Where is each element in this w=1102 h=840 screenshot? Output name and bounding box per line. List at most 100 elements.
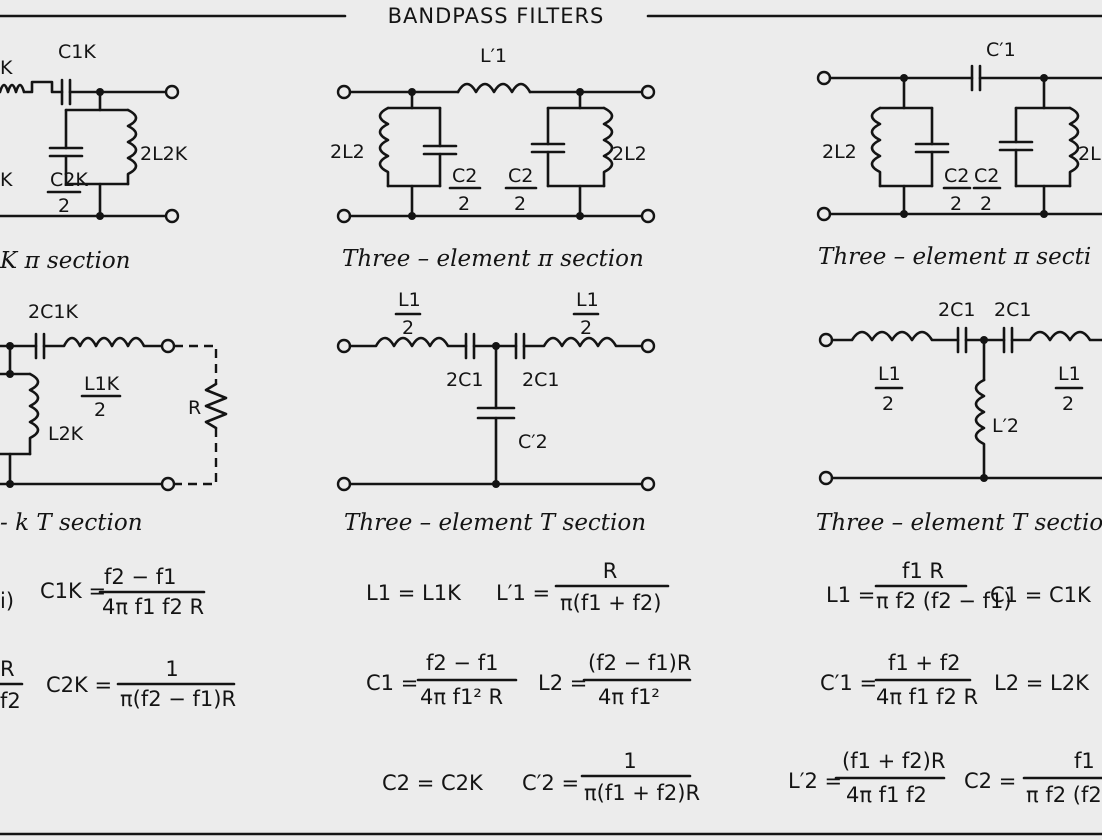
col3-pi-two-label-left: 2 (950, 193, 962, 215)
col3-t-l2-label: L′2 (992, 415, 1019, 437)
col1-eq2-num: 1 (165, 657, 178, 681)
col2-eq3-den: π(f1 + f2)R (584, 781, 700, 805)
col3-pi-l2r-label: 2L (1078, 143, 1101, 165)
col2-eq2-lhs2: L2 = (538, 671, 587, 695)
col3-eq3-den: 4π f1 f2 (846, 783, 927, 807)
col3-t-two-label-right: 2 (1062, 393, 1074, 415)
col2-eq2-lhs: C1 = (366, 671, 418, 695)
col3-pi-section: C′1 2L2 C2 2 C2 2 2L (816, 39, 1102, 222)
col1-eq2-den: π(f2 − f1)R (120, 687, 236, 711)
col3-t-in-terminal-top (818, 332, 834, 348)
col2-t-c2-label: C′2 (518, 431, 548, 453)
col3-eq3-num: (f1 + f2)R (842, 749, 945, 773)
col1-pi-c2-label: C2K (50, 169, 88, 191)
col2-t-right-inductor (522, 336, 644, 348)
col1-pi-caption: K π section (0, 248, 130, 274)
col3-t-two-label-left: 2 (882, 393, 894, 415)
col2-eq1-den: π(f1 + f2) (560, 591, 661, 615)
col2-eq1-a: L1 = L1K (366, 581, 462, 605)
col3-pi-c2-label-right: C2 (974, 165, 999, 187)
col2-pi-out-terminal-top (640, 84, 656, 100)
col1-pi-section: K C1K 2L2K C2K 2 K (0, 41, 188, 224)
col2-eq3-lhs: C2 = C2K (382, 771, 484, 795)
col1-eq2-left-top: R (0, 657, 15, 681)
col2-t-left-inductor (348, 336, 468, 348)
col1-pi-two-label: 2 (58, 195, 70, 217)
col1-pi-l2-label: 2L2K (140, 143, 188, 165)
col2-t-two-label-right: 2 (580, 317, 592, 339)
col2-pi-series-inductor (456, 82, 532, 94)
col2-eq2-num: f2 − f1 (426, 651, 498, 675)
col1-series-inductor (0, 80, 64, 94)
col2-pi-l2r-label: 2L2 (612, 143, 647, 165)
col3-t-shunt-inductor (974, 378, 986, 480)
col2-t-l1-label-left: L1 (398, 289, 421, 311)
col1-t-two-label: 2 (94, 399, 106, 421)
col3-t-l1-label-left: L1 (878, 363, 901, 385)
col2-eq2-num2: (f2 − f1)R (588, 651, 691, 675)
col3-eq2-lhs: C′1 = (820, 671, 877, 695)
col2-pi-c2-label-right: C2 (508, 165, 533, 187)
col1-eq1-lhs: C1K = (40, 579, 106, 603)
col3-pi-caption: Three – element π secti (818, 244, 1091, 270)
col3-t-section: 2C1 2C1 L1 2 L1 2 L′2 (818, 299, 1102, 486)
col1-t-r-label: R (188, 397, 201, 419)
col1-t-load-lead-top (174, 344, 218, 384)
col3-eq1-lhs: L1 = (826, 583, 875, 607)
col3-pi-c2-label-left: C2 (944, 165, 969, 187)
col2-pi-out-terminal-bottom (640, 208, 656, 224)
col3-pi-in-terminal-top (816, 70, 832, 86)
col3-pi-right-inductor (1068, 106, 1080, 188)
col2-eq1-num: R (603, 559, 618, 583)
col1-t-section: 2C1K L1K 2 L2K R (0, 301, 228, 492)
col2-t-c1-label-right: 2C1 (522, 369, 559, 391)
col3-t-c1-label-left: 2C1 (938, 299, 975, 321)
col2-pi-section: L′1 2L2 C2 2 C2 2 2L2 (330, 45, 656, 224)
col1-pi-k-label: K (0, 169, 13, 191)
col1-t-l1-label: L1K (84, 373, 120, 395)
col1-pi-out-terminal-top (164, 84, 180, 100)
col3-eq2-den: 4π f1 f2 R (876, 685, 978, 709)
col3-t-left-inductor (830, 330, 960, 342)
col1-t-shunt-inductor (28, 372, 40, 456)
col3-eq3-lhs: L′2 = (788, 769, 842, 793)
col3-pi-in-terminal-bottom (816, 206, 832, 222)
col2-eq2-den2: 4π f1² (598, 685, 660, 709)
col2-pi-two-label-left: 2 (458, 193, 470, 215)
col1-t-l2-label: L2K (48, 423, 84, 445)
col1-pi-l1-label: K (0, 57, 13, 79)
col3-pi-two-label-right: 2 (980, 193, 992, 215)
col2-t-caption: Three – element T section (344, 510, 646, 536)
col2-pi-left-inductor (378, 106, 390, 188)
col2-pi-caption: Three – element π section (342, 246, 644, 272)
col3-eq1-tail: C1 = C1K (990, 583, 1092, 607)
col1-t-caption: - k T section (0, 510, 143, 536)
col1-pi-c1-label: C1K (58, 41, 96, 63)
col3-eq3-den2: π f2 (f2 − (1026, 783, 1102, 807)
col2-eq3-lhs2: C′2 = (522, 771, 579, 795)
col2-eq2-den: 4π f1² R (420, 685, 503, 709)
col2-pi-in-terminal-bottom (336, 208, 352, 224)
col2-t-section: L1 2 L1 2 2C1 2C1 C′2 (336, 289, 656, 492)
col2-t-in-terminal-bottom (336, 476, 352, 492)
col1-eq2-left-bot: f2 (0, 689, 21, 713)
col1-t-load-lead-bottom (174, 428, 218, 486)
col2-pi-two-label-right: 2 (514, 193, 526, 215)
col1-pi-out-terminal-bottom (164, 208, 180, 224)
col1-t-c1-label: 2C1K (28, 301, 78, 323)
col2-t-out-terminal-bottom (640, 476, 656, 492)
col2-pi-right-inductor (602, 106, 614, 188)
col3-eq3-lhs2: C2 = (964, 769, 1016, 793)
col1-eq2-lhs: C2K = (46, 673, 112, 697)
col3-eq3-num2: f1 (1074, 749, 1095, 773)
col2-t-out-terminal-top (640, 338, 656, 354)
col2-pi-l2-label: 2L2 (330, 141, 365, 163)
col1-t-series-inductor (42, 336, 164, 348)
col2-equations: L1 = L1K L′1 = R π(f1 + f2) C1 = f2 − f1… (366, 559, 700, 805)
col3-t-c1-label-right: 2C1 (994, 299, 1031, 321)
col2-t-in-terminal-top (336, 338, 352, 354)
col3-t-in-terminal-bottom (818, 470, 834, 486)
col3-pi-l2-label: 2L2 (822, 141, 857, 163)
col1-equations: i) C1K = f2 − f1 4π f1 f2 R R f2 C2K = 1… (0, 565, 236, 713)
